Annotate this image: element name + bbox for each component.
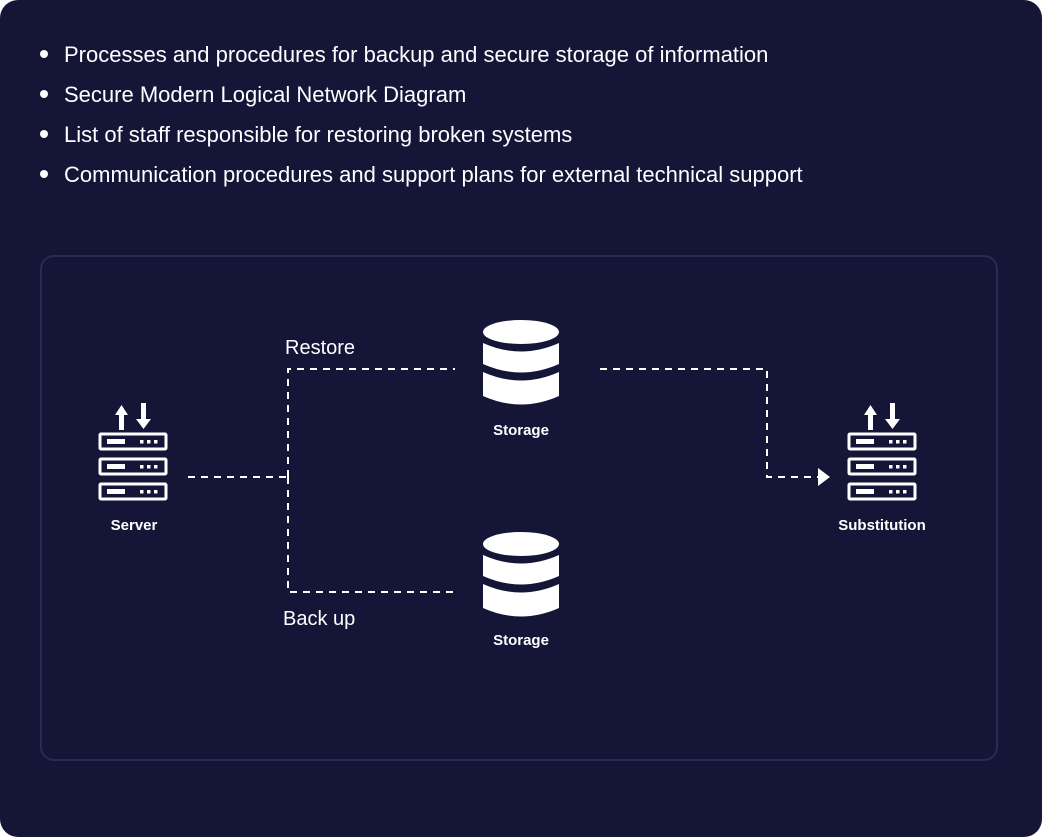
list-item-text: Communication procedures and support pla… <box>64 162 803 187</box>
storage-bottom-database-icon <box>483 532 559 617</box>
requirements-list: Processes and procedures for backup and … <box>40 35 803 195</box>
bullet-icon <box>40 170 48 178</box>
backup-label: Back up <box>283 608 356 630</box>
storage-bottom-label: Storage <box>493 632 549 649</box>
server-icon <box>98 401 168 501</box>
substitution-connector <box>600 368 818 478</box>
diagram-frame <box>40 255 998 761</box>
storage-top-database-icon <box>483 320 559 405</box>
server-label: Server <box>110 517 158 534</box>
list-item-text: Secure Modern Logical Network Diagram <box>64 82 467 107</box>
list-item: List of staff responsible for restoring … <box>40 115 803 155</box>
bullet-icon <box>40 90 48 98</box>
list-item: Communication procedures and support pla… <box>40 155 803 195</box>
bullet-icon <box>40 50 48 58</box>
restore-label: Restore <box>285 337 356 359</box>
list-item: Secure Modern Logical Network Diagram <box>40 75 803 115</box>
backup-connector <box>287 477 455 593</box>
list-item-text: List of staff responsible for restoring … <box>64 122 573 147</box>
bullet-icon <box>40 130 48 138</box>
substitution-label: Substitution <box>838 517 926 534</box>
arrowhead-icon <box>818 468 830 486</box>
list-item: Processes and procedures for backup and … <box>40 35 803 75</box>
storage-top-label: Storage <box>493 422 549 439</box>
list-item-text: Processes and procedures for backup and … <box>64 42 769 67</box>
substitution-server-icon <box>847 401 917 501</box>
restore-connector <box>287 368 455 477</box>
